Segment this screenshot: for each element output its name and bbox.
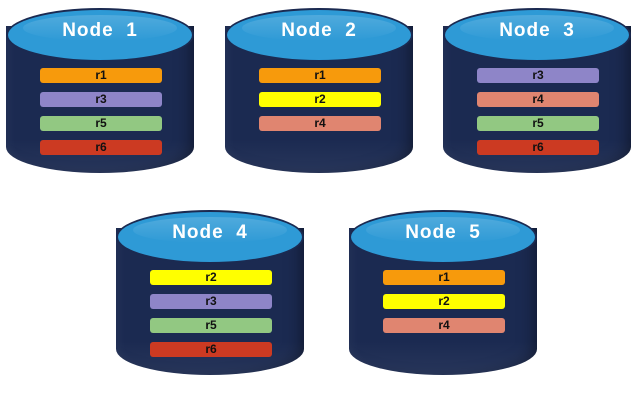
cylinder-bottom-shade bbox=[349, 341, 537, 375]
node-title: Node 2 bbox=[281, 20, 357, 41]
shard-list: r1 r2 r4 bbox=[383, 270, 505, 333]
shard-bar[interactable]: r4 bbox=[477, 92, 599, 107]
node-3[interactable]: Node 3 r3 r4 r5 r6 bbox=[443, 8, 631, 191]
shard-list: r1 r3 r5 r6 bbox=[40, 68, 162, 155]
shard-bar[interactable]: r5 bbox=[150, 318, 272, 333]
shard-bar[interactable]: r4 bbox=[259, 116, 381, 131]
shard-list: r2 r3 r5 r6 bbox=[150, 270, 272, 357]
shard-bar[interactable]: r5 bbox=[477, 116, 599, 131]
shard-bar[interactable]: r1 bbox=[383, 270, 505, 285]
shard-bar[interactable]: r1 bbox=[259, 68, 381, 83]
shard-list: r1 r2 r4 bbox=[259, 68, 381, 131]
node-title: Node 3 bbox=[499, 20, 575, 41]
shard-bar[interactable]: r6 bbox=[40, 140, 162, 155]
shard-bar[interactable]: r4 bbox=[383, 318, 505, 333]
shard-bar[interactable]: r6 bbox=[477, 140, 599, 155]
shard-bar[interactable]: r3 bbox=[150, 294, 272, 309]
shard-bar[interactable]: r2 bbox=[383, 294, 505, 309]
node-5[interactable]: Node 5 r1 r2 r4 bbox=[349, 210, 537, 393]
shard-bar[interactable]: r3 bbox=[40, 92, 162, 107]
node-4[interactable]: Node 4 r2 r3 r5 r6 bbox=[116, 210, 304, 393]
cylinder-bottom-shade bbox=[225, 139, 413, 173]
shard-bar[interactable]: r5 bbox=[40, 116, 162, 131]
shard-list: r3 r4 r5 r6 bbox=[477, 68, 599, 155]
node-2[interactable]: Node 2 r1 r2 r4 bbox=[225, 8, 413, 191]
shard-bar[interactable]: r2 bbox=[150, 270, 272, 285]
node-1[interactable]: Node 1 r1 r3 r5 r6 bbox=[6, 8, 194, 191]
shard-bar[interactable]: r6 bbox=[150, 342, 272, 357]
shard-bar[interactable]: r1 bbox=[40, 68, 162, 83]
node-title: Node 1 bbox=[62, 20, 138, 41]
node-title: Node 5 bbox=[405, 222, 481, 243]
node-title: Node 4 bbox=[172, 222, 248, 243]
shard-bar[interactable]: r3 bbox=[477, 68, 599, 83]
shard-bar[interactable]: r2 bbox=[259, 92, 381, 107]
